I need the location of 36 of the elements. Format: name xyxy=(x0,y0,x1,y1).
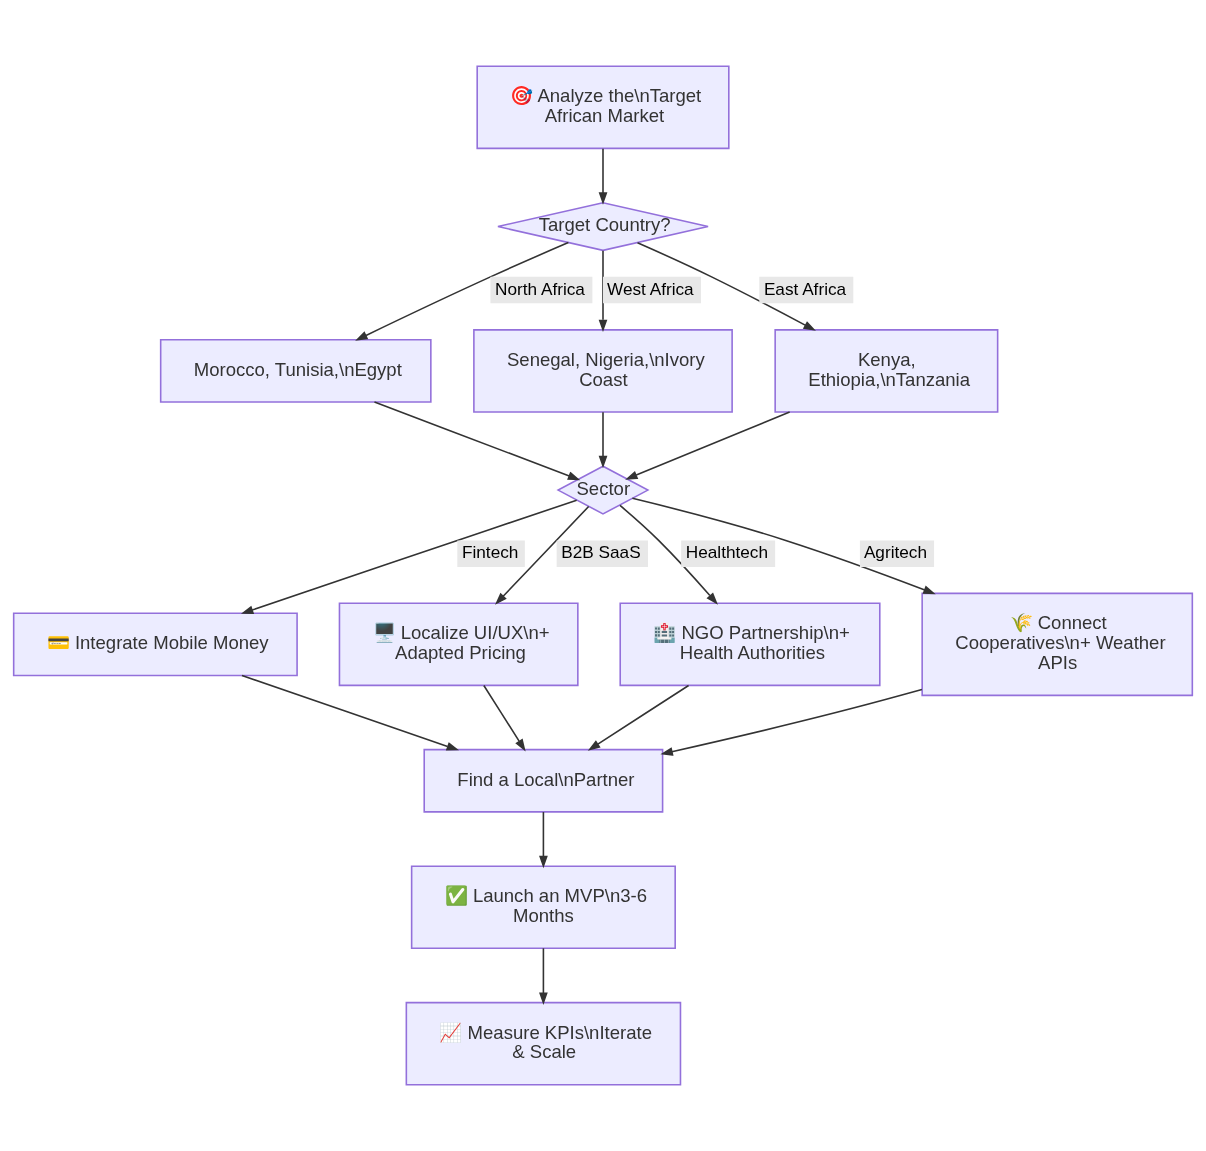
edge-label: West Africa xyxy=(606,278,694,299)
node-box: 🏥 NGO Partnership\n+ Health Authorities xyxy=(619,602,881,687)
edge-label: North Africa xyxy=(495,278,585,299)
node-diamond: Target Country? xyxy=(497,201,709,252)
node-box: 📈 Measure KPIs\nIterate & Scale xyxy=(405,1001,682,1086)
arrow xyxy=(373,401,581,481)
arrow xyxy=(539,947,548,1005)
node-box: Find a Local\nPartner xyxy=(423,748,664,813)
arrow xyxy=(240,499,578,614)
arrow xyxy=(495,505,590,605)
node-box: 🌾 Connect Cooperatives\n+ Weather APIs xyxy=(921,592,1194,697)
arrow xyxy=(598,411,608,469)
arrow xyxy=(619,504,718,605)
edge-label: Healthtech xyxy=(685,542,769,563)
node-box: 🎯 Analyze the\nTarget African Market xyxy=(476,65,730,150)
arrow xyxy=(539,811,548,869)
node-box: Morocco, Tunisia,\nEgypt xyxy=(159,338,432,403)
arrow xyxy=(587,684,690,751)
edge-label: B2B SaaS xyxy=(561,542,641,563)
node-box: 💳 Integrate Mobile Money xyxy=(12,612,298,677)
arrow xyxy=(483,684,526,752)
node-box: 🖥 Localize UI/UX\n+ Adapted Pricing xyxy=(338,602,579,687)
arrow xyxy=(625,411,791,480)
arrow xyxy=(660,688,923,756)
node-box: ✅ Launch an MVP\n3-6 Months xyxy=(410,865,676,950)
node-diamond: Sector xyxy=(556,465,650,515)
arrow xyxy=(598,249,608,333)
node-box: Senegal, Nigeria,\nIvory Coast xyxy=(473,329,733,413)
arrow xyxy=(636,241,816,331)
arrow xyxy=(241,674,459,751)
edge-label: Agritech xyxy=(863,542,927,563)
edge-label: Fintech xyxy=(461,542,519,563)
arrow xyxy=(355,241,570,341)
edge-label: East Africa xyxy=(763,278,847,299)
arrow xyxy=(598,148,608,205)
node-box: Kenya, Ethiopia,\nTanzania xyxy=(774,329,999,413)
